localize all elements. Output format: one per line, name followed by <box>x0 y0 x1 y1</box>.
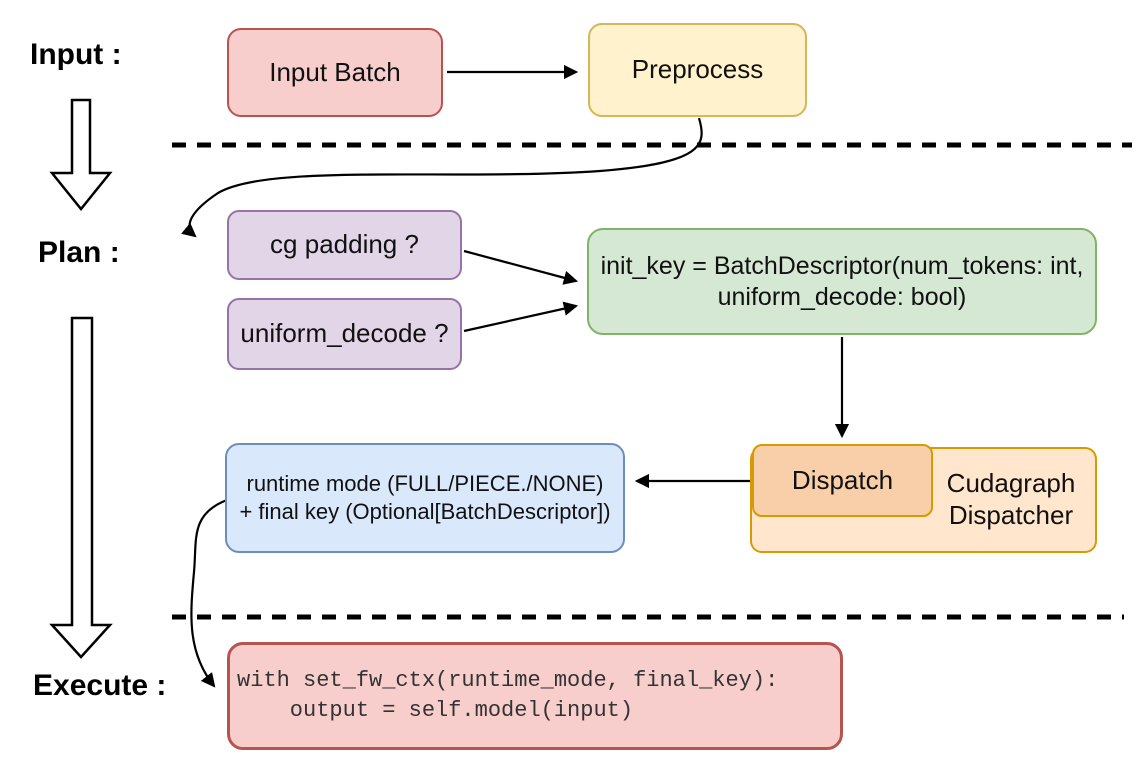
node-init-key-line2: uniform_decode: bool) <box>717 282 967 311</box>
node-execute-code: with set_fw_ctx(runtime_mode, final_key)… <box>227 642 843 750</box>
down-arrow-plan-to-execute <box>49 316 113 659</box>
node-init-key-line1: init_key = BatchDescriptor(num_tokens: i… <box>600 252 1084 280</box>
node-preprocess-label: Preprocess <box>631 54 764 85</box>
arrow-cgpadding-to-initkey <box>463 249 579 285</box>
node-dispatch: Dispatch <box>752 444 933 517</box>
node-input-batch: Input Batch <box>227 28 443 117</box>
node-input-batch-label: Input Batch <box>269 56 401 87</box>
node-runtime-result-line1: runtime mode (FULL/PIECE./NONE) <box>246 470 604 496</box>
node-cg-padding: cg padding ? <box>227 210 462 280</box>
node-cg-padding-label: cg padding ? <box>270 229 419 260</box>
down-arrow-input-to-plan <box>49 98 113 211</box>
node-uniform-decode: uniform_decode ? <box>227 298 462 370</box>
arrow-uniformdecode-to-initkey <box>463 301 579 333</box>
cudagraph-dispatcher-line1: Cudagraph <box>946 468 1076 499</box>
node-runtime-result-line2: + final key (Optional[BatchDescriptor]) <box>239 499 611 524</box>
cudagraph-dispatcher-title: Cudagraph Dispatcher <box>927 468 1095 531</box>
phase-label-execute: Execute : <box>33 669 167 702</box>
node-dispatch-label: Dispatch <box>791 464 894 495</box>
node-init-key: init_key = BatchDescriptor(num_tokens: i… <box>587 228 1097 335</box>
node-runtime-result: runtime mode (FULL/PIECE./NONE) + final … <box>225 443 625 553</box>
phase-label-plan: Plan : <box>38 236 120 269</box>
execute-code-line2: output = self.model(input) <box>237 698 634 723</box>
node-preprocess: Preprocess <box>588 23 807 117</box>
node-uniform-decode-label: uniform_decode ? <box>240 318 449 349</box>
phase-label-input: Input : <box>30 38 122 71</box>
cudagraph-dispatcher-line2: Dispatcher <box>948 500 1074 530</box>
arrow-runtime-to-executecode <box>190 498 228 688</box>
execute-code-line1: with set_fw_ctx(runtime_mode, final_key)… <box>237 668 779 694</box>
